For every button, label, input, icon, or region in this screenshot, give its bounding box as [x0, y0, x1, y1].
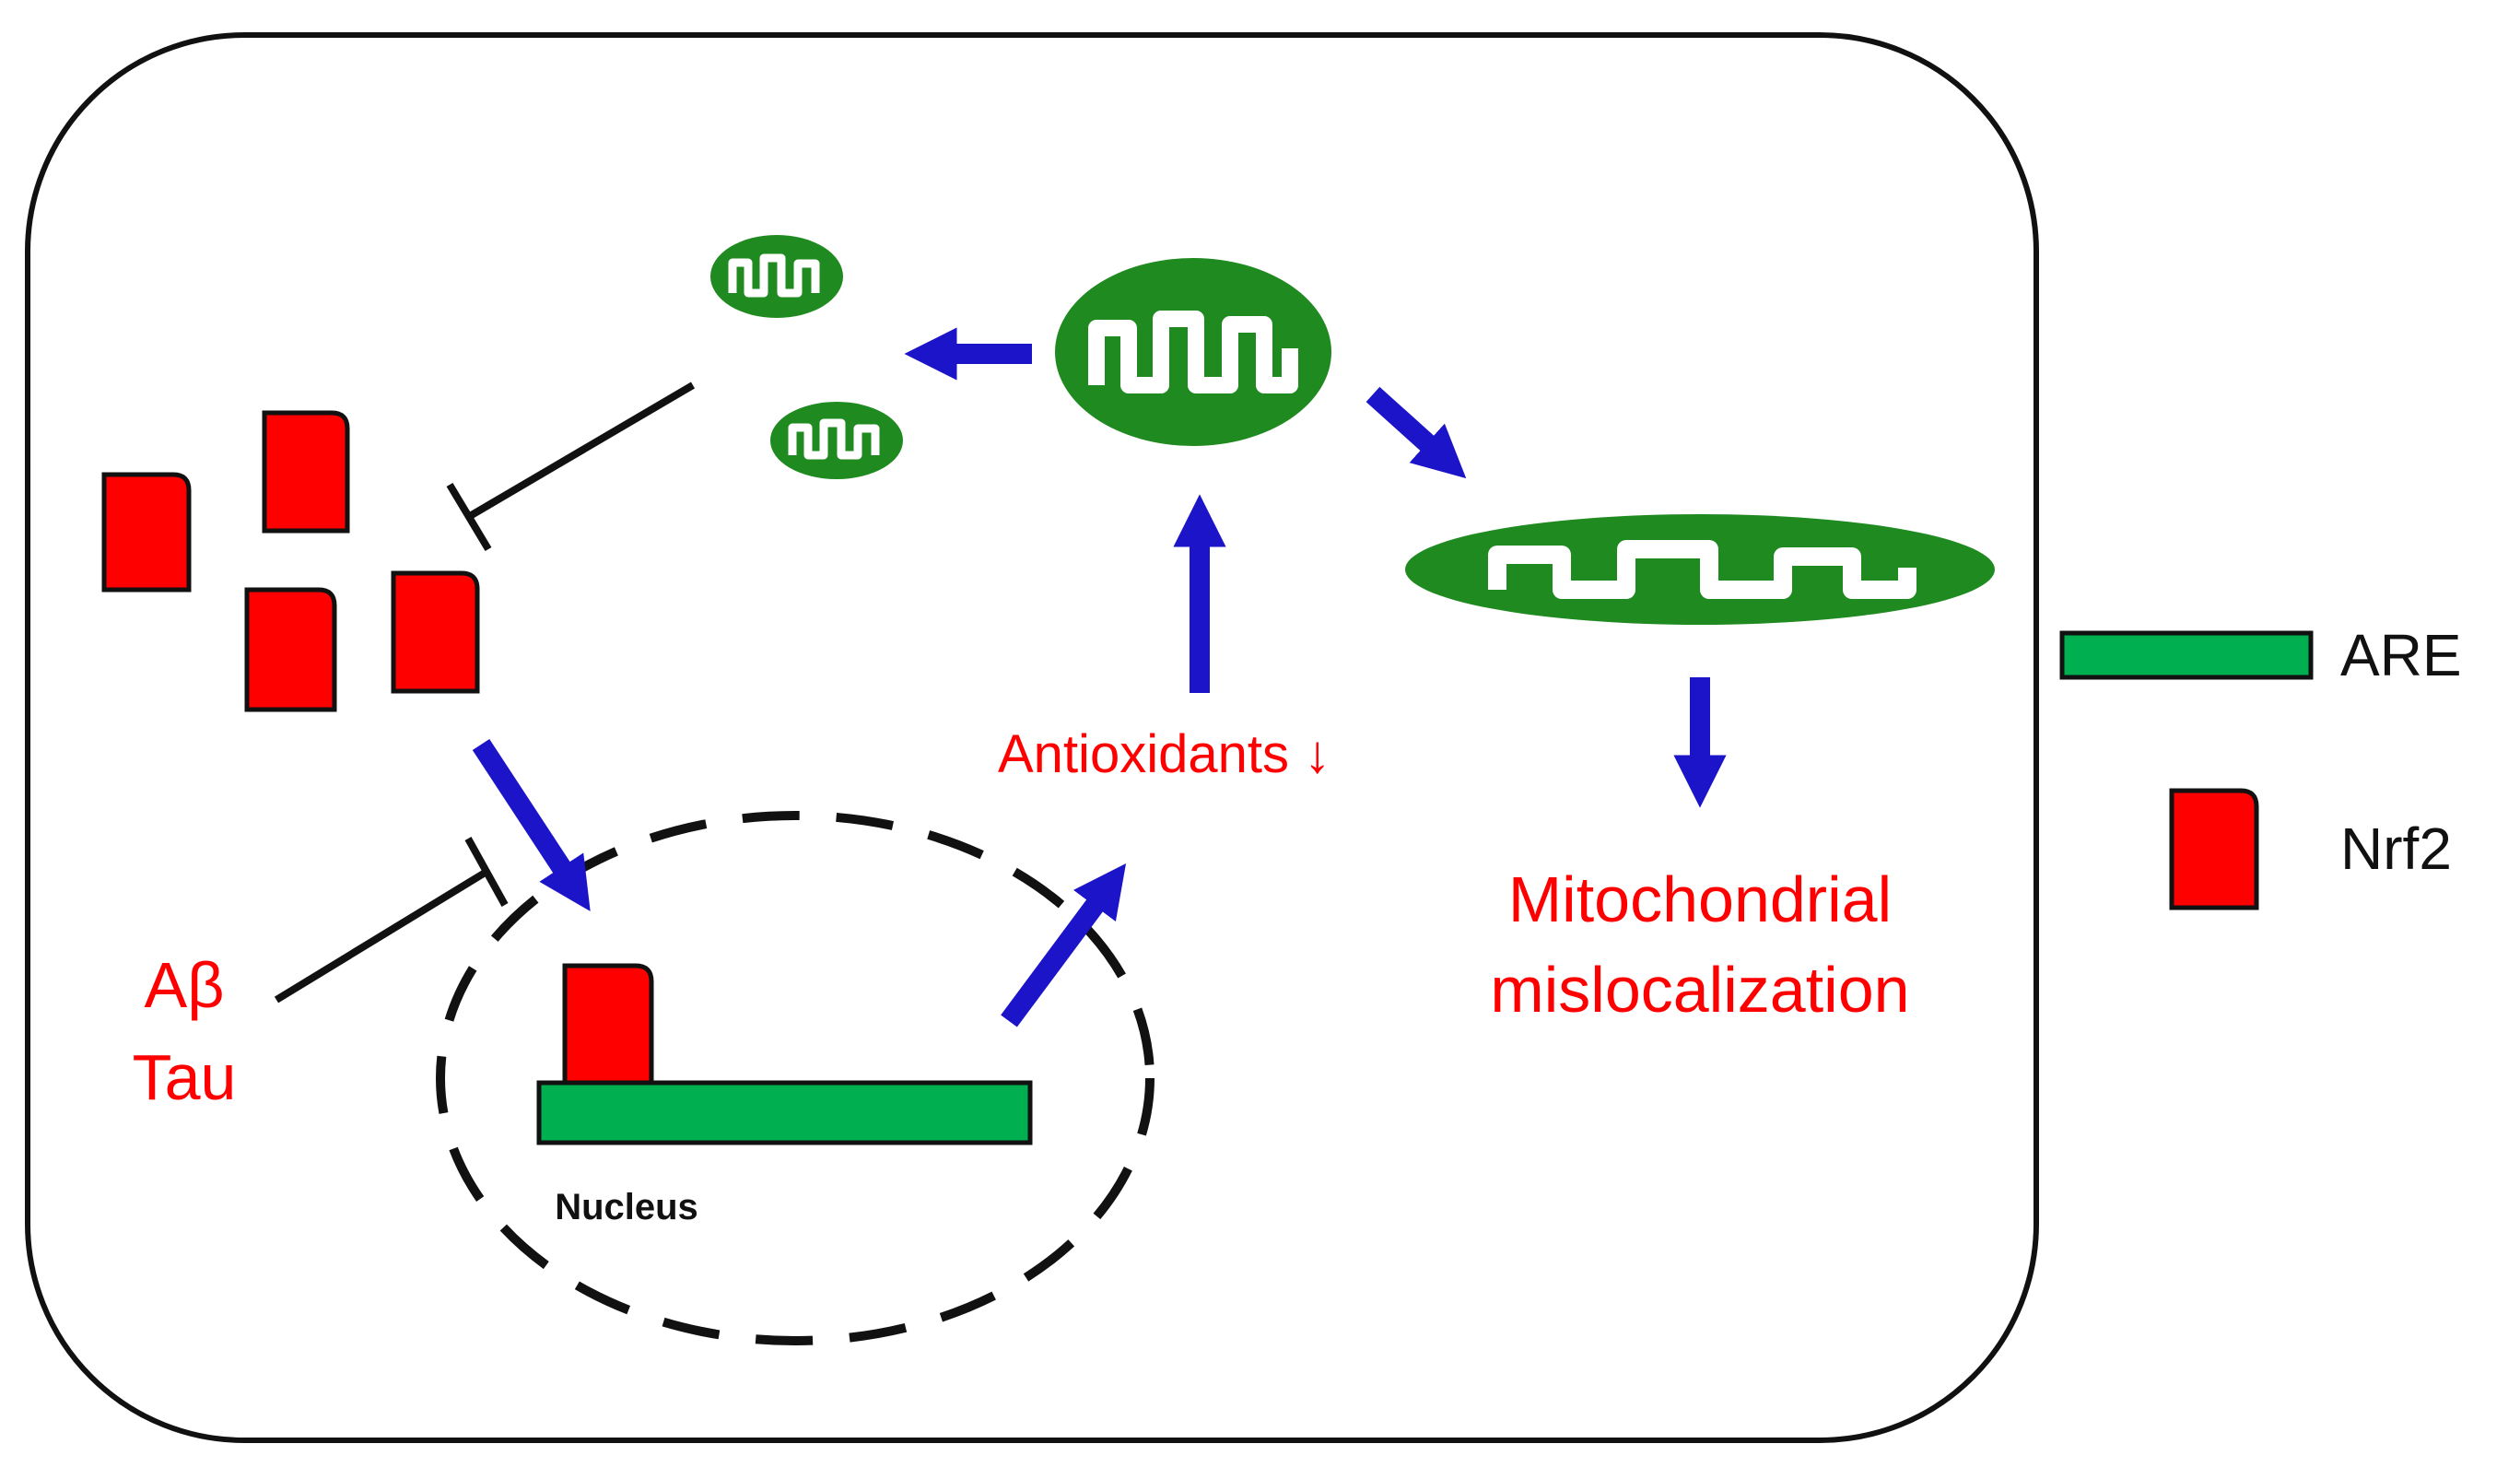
mitochondrion-elongated: [1405, 514, 1995, 625]
nucleus-boundary: [436, 811, 1155, 1345]
nrf2-protein: [262, 410, 350, 534]
nrf2-protein: [101, 472, 192, 593]
legend-are-label: ARE: [2340, 622, 2462, 688]
inhibition-abeta-tau: [274, 837, 509, 1004]
nrf2-nuclear: [562, 963, 654, 1086]
cell-boundary: [25, 32, 2039, 1443]
arrow-elongation: [1365, 386, 1467, 479]
label-nucleus: Nucleus: [555, 1187, 698, 1227]
arrow-nrf2-to-nucleus: [472, 738, 591, 911]
label-abeta: Aβ: [145, 949, 225, 1021]
legend-nrf2-label: Nrf2: [2340, 816, 2452, 882]
nrf2-protein: [391, 570, 480, 694]
mitochondrion-normal: [1055, 258, 1331, 446]
label-mislocalization: mislocalization: [1490, 954, 1909, 1026]
legend-are-swatch: [2059, 630, 2314, 680]
mitochondrion-small-top: [710, 235, 843, 318]
are-element: [536, 1080, 1033, 1145]
label-mitochondrial: Mitochondrial: [1508, 863, 1892, 935]
legend: ARE Nrf2: [2059, 622, 2462, 910]
inhibition-mito-to-nrf2: [446, 381, 696, 552]
legend-nrf2-swatch: [2169, 788, 2259, 910]
mitochondrion-small-bottom: [770, 402, 903, 479]
nrf2-cytoplasmic-group: [101, 410, 480, 712]
nrf2-protein: [244, 587, 337, 712]
label-antioxidants: Antioxidants ↓: [998, 724, 1330, 784]
arrow-nucleus-to-antioxidants: [1001, 863, 1127, 1027]
label-tau: Tau: [133, 1041, 237, 1113]
